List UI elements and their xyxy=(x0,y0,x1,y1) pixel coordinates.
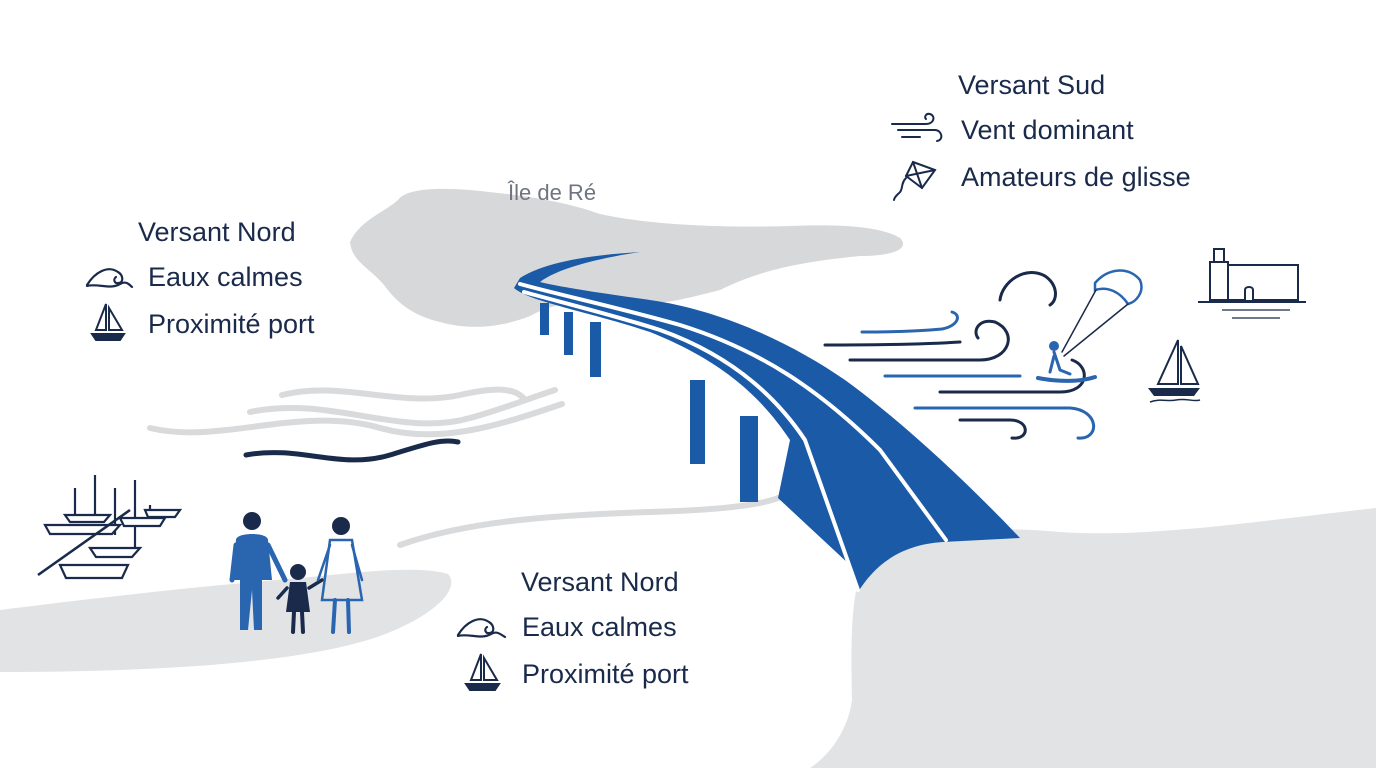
north-top-heading: Versant Nord xyxy=(138,217,296,247)
bridge-deck xyxy=(514,252,1020,592)
fort-icon xyxy=(1198,248,1306,319)
marina-boats xyxy=(37,475,183,580)
right-land-shape xyxy=(810,508,1376,768)
north-bottom-heading: Versant Nord xyxy=(521,567,679,597)
north-bottom-item-calm-water: Eaux calmes xyxy=(522,612,677,642)
island-shape xyxy=(350,188,904,327)
sailboat-icon-north-top xyxy=(90,303,126,341)
wave-icon-north-bottom xyxy=(456,618,507,639)
north-top-item-calm-water: Eaux calmes xyxy=(148,262,303,292)
gray-waves xyxy=(147,386,781,548)
kite-icon-south xyxy=(893,160,937,201)
kitesurfer xyxy=(1036,269,1143,383)
bridge-lanes xyxy=(518,282,948,592)
left-land-shape xyxy=(0,569,452,672)
sailboat-right xyxy=(1148,339,1201,403)
north-top-item-port: Proximité port xyxy=(148,309,315,339)
south-item-wind: Vent dominant xyxy=(961,115,1134,145)
south-heading: Versant Sud xyxy=(958,70,1106,100)
north-bottom-item-port: Proximité port xyxy=(522,659,689,689)
navy-wave xyxy=(243,438,461,463)
south-item-gliding: Amateurs de glisse xyxy=(961,162,1191,192)
bridge-pillars xyxy=(540,303,758,502)
family-figures xyxy=(229,512,364,634)
wind-icon-south xyxy=(891,112,943,142)
island-label: Île de Ré xyxy=(508,180,597,205)
sailboat-icon-north-bottom xyxy=(464,653,501,691)
wave-icon-north-top xyxy=(85,268,134,289)
